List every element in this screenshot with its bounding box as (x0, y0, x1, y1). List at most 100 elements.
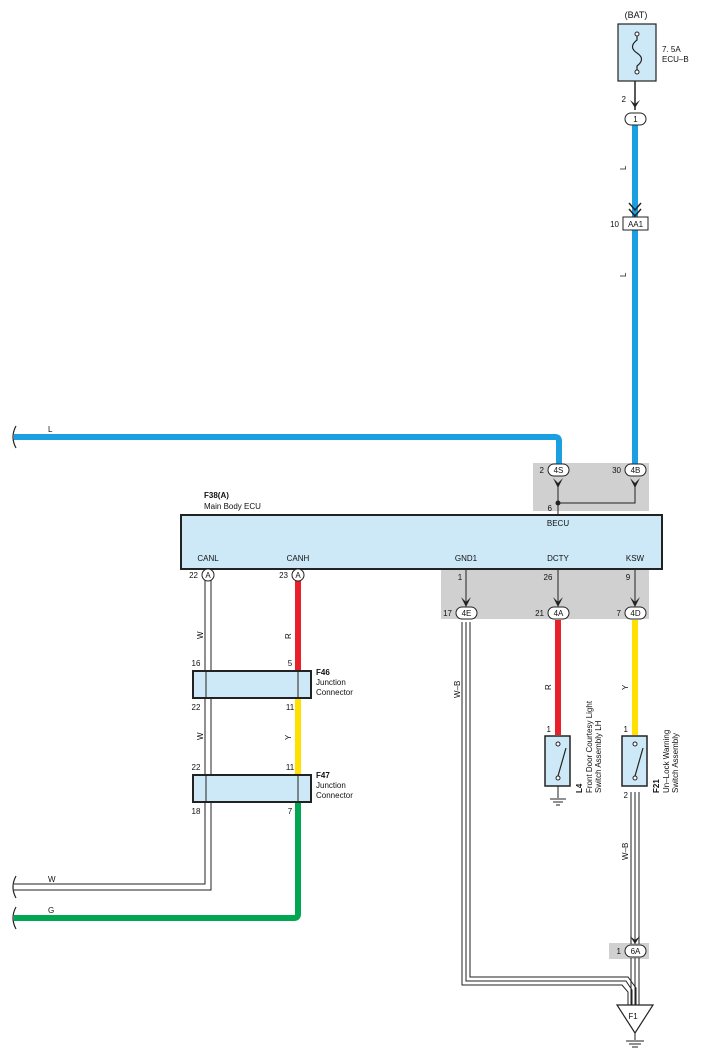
l4-code: L4 (575, 783, 584, 793)
f47-pin-bottom-right: 7 (288, 807, 293, 816)
connector-4e (455, 606, 478, 620)
connector-aa1-pin: 10 (610, 220, 619, 229)
f46-pin-top-left: 16 (192, 659, 201, 668)
becu-junction-dot (555, 500, 561, 506)
wire-label-wb-gnd: W–B (453, 681, 462, 698)
f47-code: F47 (316, 771, 330, 780)
wire-label-l-2: L (619, 272, 628, 277)
aa1-arrow-icon (628, 202, 642, 218)
connector-a-canl (201, 568, 215, 582)
connector-4d-pin: 7 (617, 609, 622, 618)
l4-line2: Switch Assembly LH (594, 720, 603, 793)
fuse-icon (631, 34, 643, 72)
fuse-pin: 2 (622, 95, 627, 104)
l4-line1: Front Door Courtesy Light (585, 700, 594, 793)
ecu-code: F38(A) (204, 491, 229, 500)
connector-4a (547, 606, 570, 620)
fuse-rating: 7. 5A (662, 45, 681, 54)
wire-w-left-b (14, 802, 212, 891)
f47-pin-bottom-left: 18 (192, 807, 201, 816)
f46-pin-bottom-right: 11 (286, 703, 295, 712)
ecu-becu-label: BECU (547, 519, 569, 528)
connector-4b-arrow-icon (630, 478, 640, 488)
fuse-terminal-top-icon (634, 31, 640, 37)
wire-label-l-1: L (619, 165, 628, 170)
ecu-terminal-dcty: DCTY (547, 554, 569, 563)
connector-4s (547, 463, 570, 477)
connector-a-canl-id: A (205, 571, 211, 580)
connector-a-canh-id: A (295, 571, 301, 580)
f47-pin-top-right: 11 (286, 763, 295, 772)
f46-pin-top-right: 5 (288, 659, 293, 668)
fuse-name: ECU–B (662, 55, 689, 64)
wire-wb-gnd-b (465, 622, 633, 1005)
break-symbol-w (12, 875, 17, 899)
fuse-connector-id: 1 (633, 115, 638, 124)
wire-label-w-between: W (196, 732, 205, 740)
connector-4b-id: 4B (631, 466, 641, 475)
wire-label-wb-f21: W–B (621, 843, 630, 860)
connector-4e-id: 4E (462, 609, 472, 618)
connector-6a-id: 6A (631, 947, 641, 956)
wire-label-y-between: Y (284, 734, 293, 740)
connector-6a-pin: 1 (617, 947, 622, 956)
canh-pin: 23 (279, 571, 288, 580)
connector-4b (624, 463, 647, 477)
fuse-arrow-icon (630, 100, 640, 108)
wire-label-w-left: W (48, 875, 56, 884)
f21-pin-bottom: 2 (624, 791, 629, 800)
ksw-pin: 9 (626, 573, 631, 582)
wire-label-y-ksw: Y (621, 684, 630, 690)
l4-pin: 1 (547, 725, 552, 734)
connector-4d (624, 606, 647, 620)
l4-contact-top-icon (555, 741, 561, 747)
break-symbol-l (12, 425, 17, 449)
l4-contact-bottom-icon (555, 775, 561, 781)
wire-label-l-left: L (48, 425, 53, 434)
connector-4d-id: 4D (630, 609, 640, 618)
connector-4b-pin: 30 (612, 466, 621, 475)
f47-box (192, 774, 312, 803)
connector-4a-pin: 21 (535, 609, 544, 618)
f47-pin-top-left: 22 (192, 763, 201, 772)
f21-code: F21 (652, 779, 661, 793)
dcty-pin: 26 (544, 573, 553, 582)
wire-label-w-canl: W (196, 631, 205, 639)
wire-label-r-dcty: R (544, 684, 553, 690)
f21-switch-icon (634, 747, 644, 777)
f46-box (192, 670, 312, 699)
wire-w-left-a (14, 802, 206, 885)
ecu-terminal-ksw: KSW (626, 554, 645, 563)
f46-code: F46 (316, 668, 330, 677)
f21-line1: Un–Lock Warning (662, 730, 671, 793)
gnd1-pin: 1 (458, 573, 463, 582)
f46-name1: Junction (316, 678, 346, 687)
fuse-terminal-bottom-icon (634, 69, 640, 75)
dcty-arrow-icon (553, 597, 563, 607)
wire-l-left (14, 434, 562, 468)
l4-switch-icon (557, 747, 567, 777)
fuse-source-label: (BAT) (625, 10, 648, 20)
connector-4a-id: 4A (554, 609, 564, 618)
wire-label-r-canh: R (284, 633, 293, 639)
fuse-connector (624, 112, 647, 126)
ground-f1-icon (615, 1004, 655, 1035)
ecu-terminal-canh: CANH (287, 554, 310, 563)
connector-6a (624, 944, 647, 958)
break-symbol-g (12, 906, 17, 930)
wire-wb-gnd-a (461, 622, 629, 1005)
connector-4e-pin: 17 (443, 609, 452, 618)
connector-4s-id: 4S (554, 466, 564, 475)
f21-contact-bottom-icon (632, 775, 638, 781)
ecu-name: Main Body ECU (204, 502, 261, 511)
ground-f1-label: F1 (628, 1012, 638, 1021)
ksw-arrow-icon (630, 597, 640, 607)
connector-a-canh (291, 568, 305, 582)
ecu-terminal-gnd1: GND1 (455, 554, 478, 563)
f47-name2: Connector (316, 791, 353, 800)
ecu-terminal-canl: CANL (197, 554, 219, 563)
f46-pin-bottom-left: 22 (192, 703, 201, 712)
becu-internal-pin: 6 (548, 504, 553, 513)
connector-4s-pin: 2 (540, 466, 545, 475)
